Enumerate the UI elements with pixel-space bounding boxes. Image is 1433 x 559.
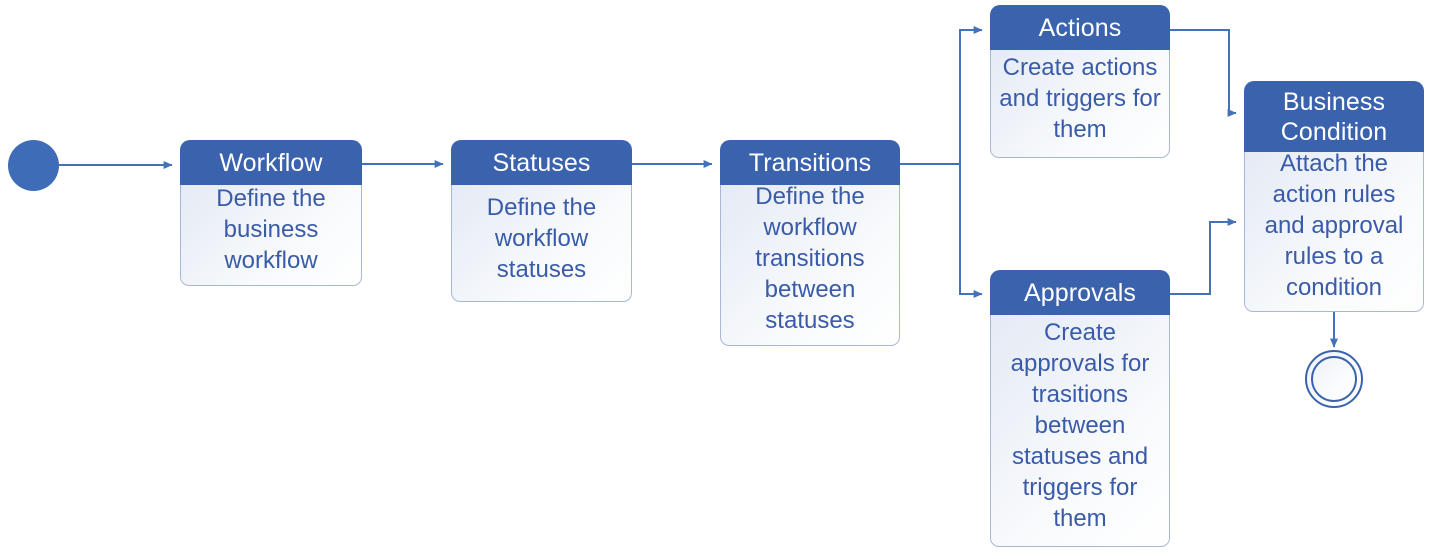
node-business-condition-title: Business Condition (1244, 81, 1424, 152)
node-workflow[interactable]: Workflow Define the business workflow (180, 140, 362, 286)
node-business-condition-description: Attach the action rules and approval rul… (1244, 144, 1424, 312)
edge-approvals-to-business-condition (1170, 218, 1237, 295)
node-business-condition[interactable]: Business Condition Attach the action rul… (1244, 81, 1424, 312)
edge-transitions-to-actions (959, 26, 983, 164)
node-actions-title: Actions (990, 5, 1170, 50)
start-node[interactable] (8, 140, 59, 191)
node-transitions-description: Define the workflow transitions between … (720, 177, 900, 346)
node-approvals-description: Create approvals for trasitions between … (990, 307, 1170, 547)
node-actions-description: Create actions and triggers for them (990, 42, 1170, 158)
node-transitions-title: Transitions (720, 140, 900, 185)
node-approvals-title: Approvals (990, 270, 1170, 315)
edge-transitions-to-approvals (959, 164, 983, 298)
node-actions[interactable]: Actions Create actions and triggers for … (990, 5, 1170, 158)
node-statuses-title: Statuses (451, 140, 632, 185)
node-statuses[interactable]: Statuses Define the workflow statuses (451, 140, 632, 302)
node-statuses-description: Define the workflow statuses (451, 177, 632, 302)
node-workflow-title: Workflow (180, 140, 362, 185)
node-approvals[interactable]: Approvals Create approvals for trasition… (990, 270, 1170, 547)
node-transitions[interactable]: Transitions Define the workflow transiti… (720, 140, 900, 346)
end-node[interactable] (1305, 350, 1363, 408)
edge-actions-to-business-condition (1170, 29, 1237, 117)
node-workflow-description: Define the business workflow (180, 177, 362, 286)
